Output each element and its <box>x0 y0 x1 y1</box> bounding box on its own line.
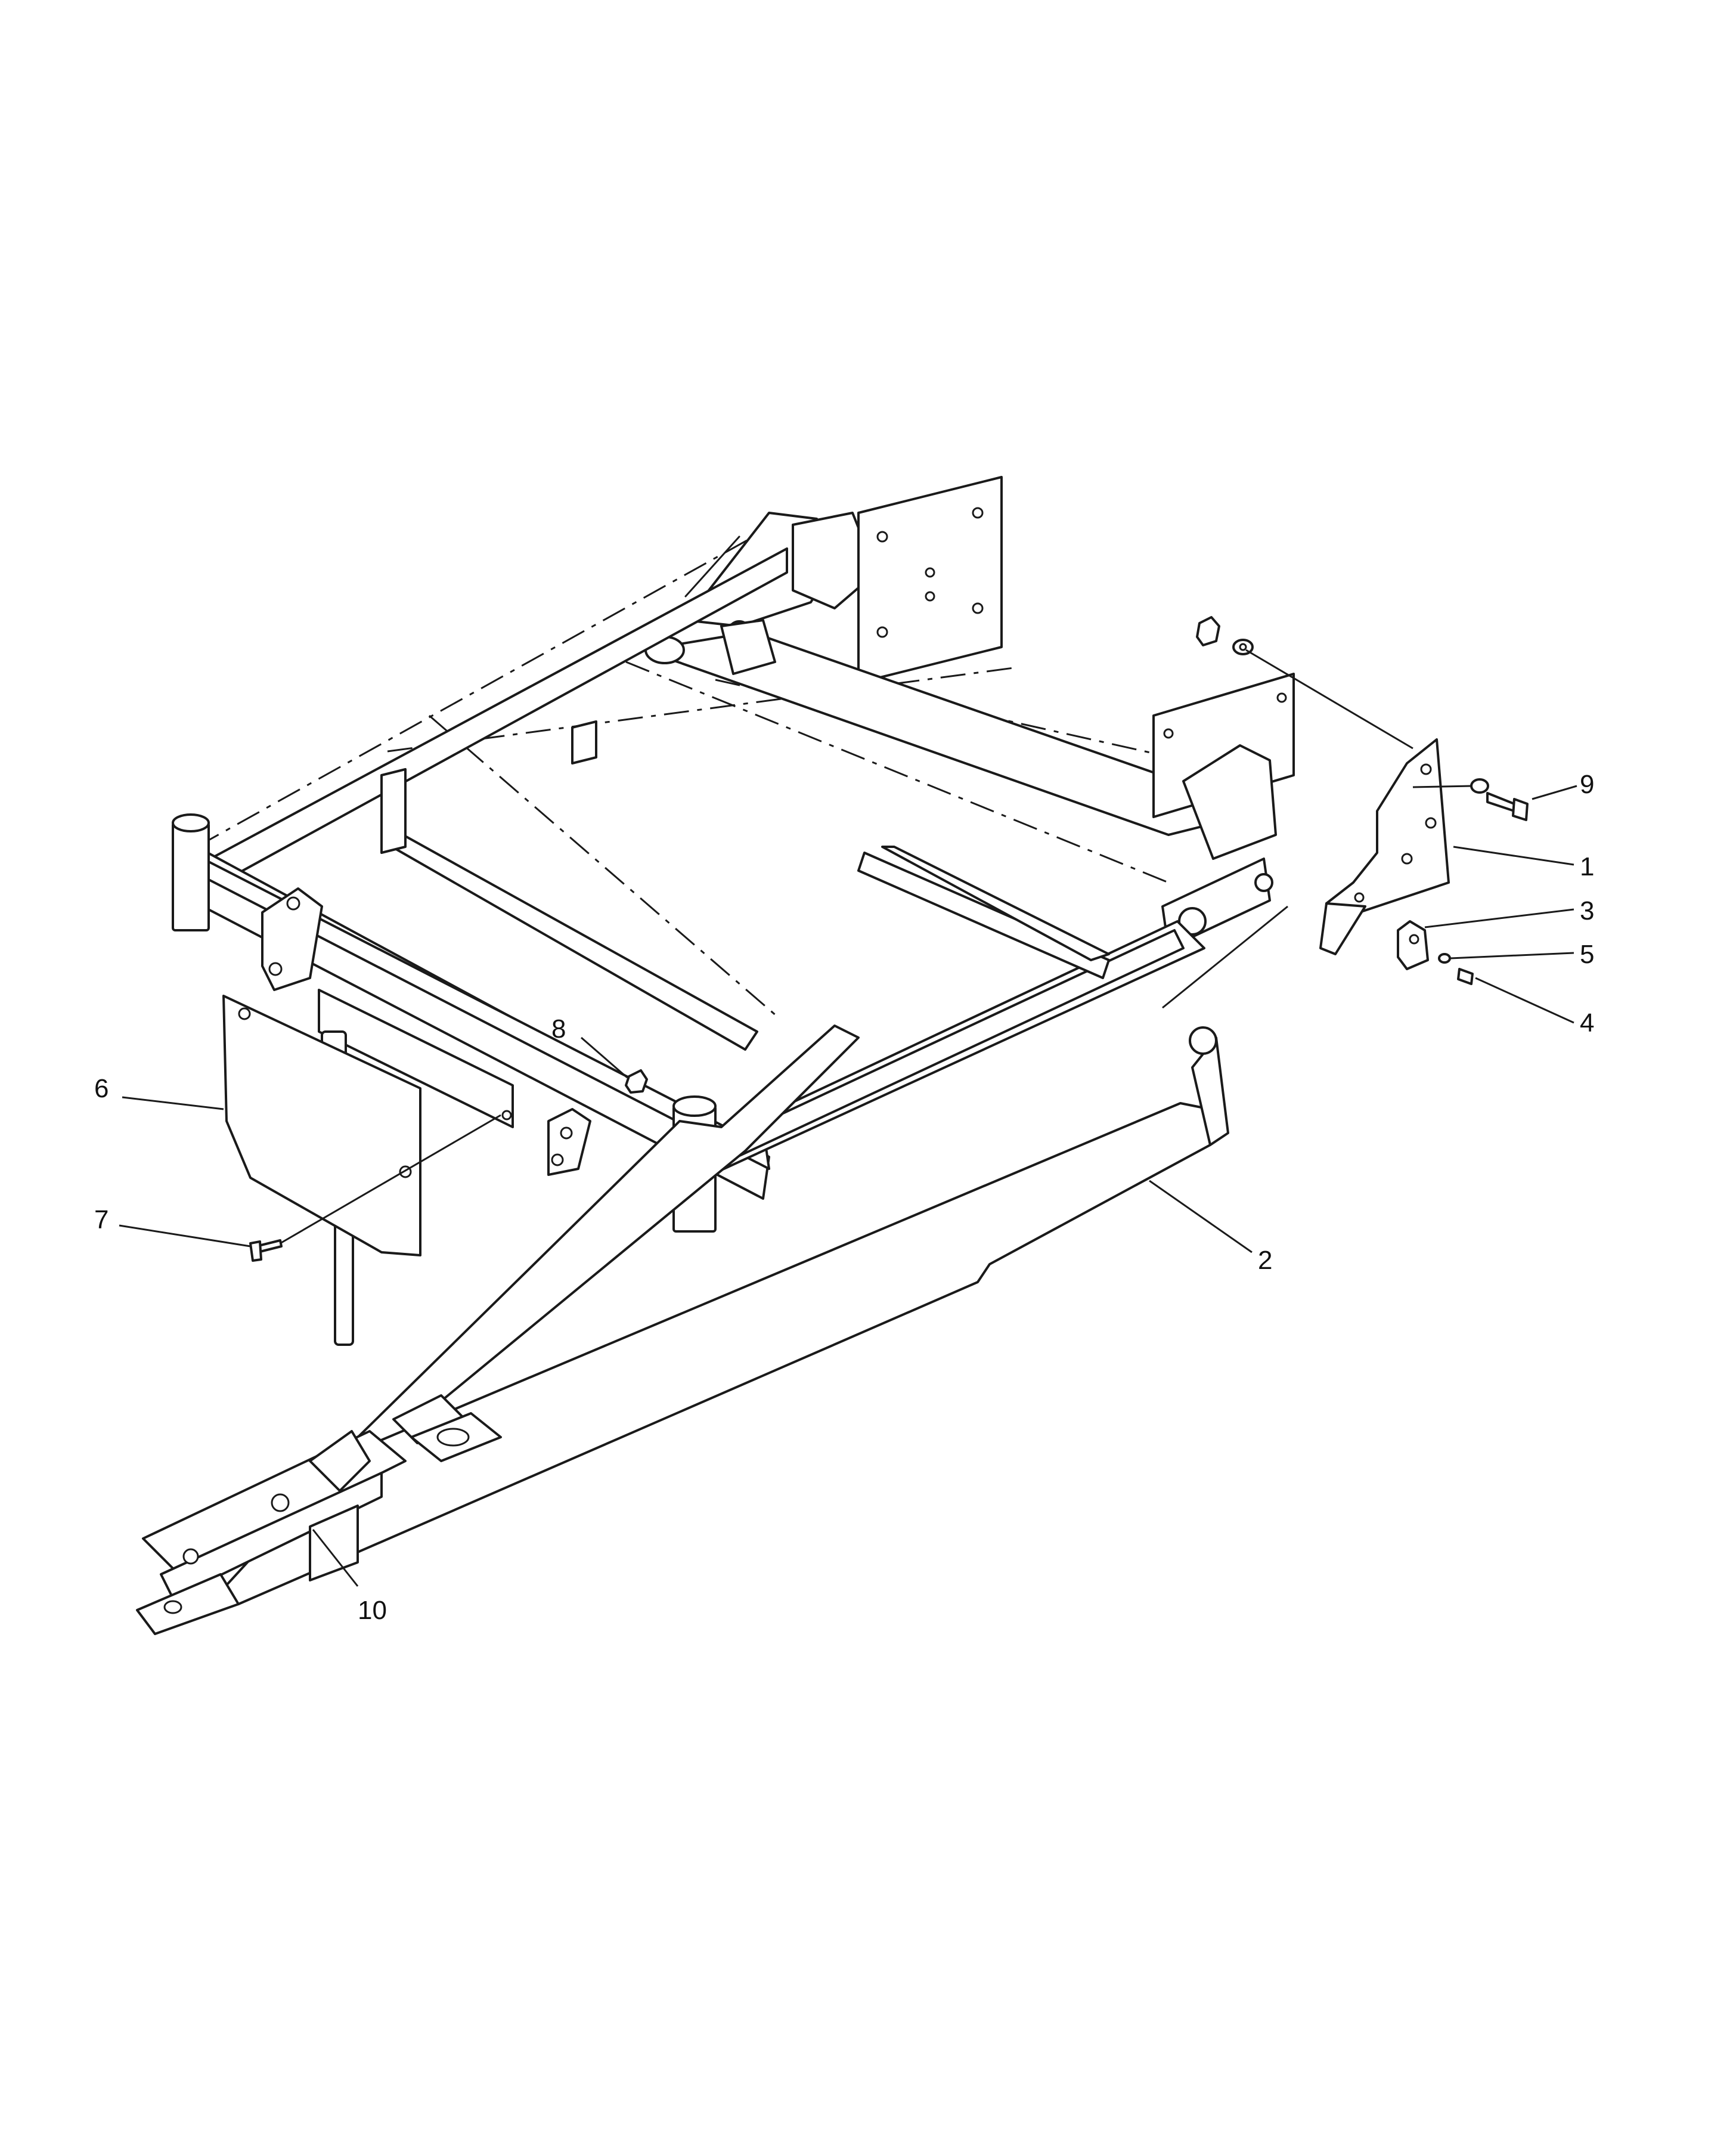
hex-nut-top <box>1196 616 1220 646</box>
callout-4: 4 <box>1580 1008 1594 1038</box>
callout-3: 3 <box>1580 896 1594 925</box>
front-beam-bracket-right <box>547 1108 591 1176</box>
clip-plate <box>1397 920 1429 970</box>
upper-bracket-right <box>1152 673 1295 949</box>
callout-7: 7 <box>94 1205 108 1234</box>
bolt-7 <box>249 1239 283 1262</box>
callout-1: 1 <box>1580 852 1594 881</box>
callout-10: 10 <box>358 1596 387 1625</box>
callout-labels: 1 2 3 4 5 6 7 8 9 10 <box>94 770 1594 1625</box>
washer-9 <box>1470 778 1489 794</box>
rear-crossbar <box>643 619 1265 836</box>
callout-8: 8 <box>551 1014 566 1044</box>
drawbar <box>136 1024 1229 1635</box>
leader-lines <box>119 649 1577 1587</box>
callout-9: 9 <box>1580 770 1594 799</box>
main-subframe <box>193 547 1205 1200</box>
left-upright-post <box>172 813 210 931</box>
nut-5 <box>1438 953 1451 964</box>
callout-6: 6 <box>94 1074 108 1103</box>
bolt-9 <box>1486 792 1529 821</box>
callout-5: 5 <box>1580 940 1594 969</box>
bolt-8 <box>625 1069 648 1094</box>
front-beam-bracket-left <box>261 887 323 991</box>
side-plate <box>1319 738 1450 955</box>
callout-2: 2 <box>1258 1246 1272 1275</box>
bolt-4 <box>1457 968 1474 985</box>
